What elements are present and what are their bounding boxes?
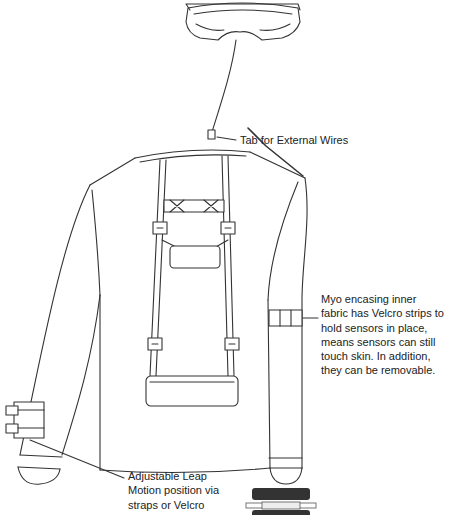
leader-line	[30, 440, 124, 478]
harness	[146, 156, 239, 406]
leader-line	[303, 317, 318, 318]
shirt	[18, 150, 307, 484]
leader-line	[217, 137, 236, 140]
sensor-icon	[246, 488, 316, 515]
myo-note: Myo encasing inner fabric has Velcro str…	[321, 292, 445, 378]
wire-tab	[208, 130, 215, 139]
headset-cable	[212, 40, 236, 132]
headset	[186, 3, 300, 40]
myo-band	[269, 310, 302, 326]
leap-motion-note: Adjustable Leap Motion position via stra…	[128, 469, 240, 512]
wire-tab-label: Tab for External Wires	[240, 133, 390, 147]
leap-motion-mount	[6, 402, 44, 438]
